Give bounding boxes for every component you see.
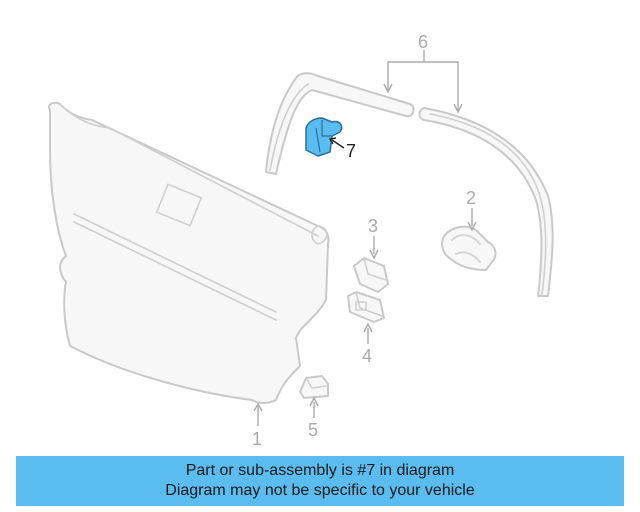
callout-1: 1 [252,429,262,449]
callout-2: 2 [466,188,476,208]
info-banner: Part or sub-assembly is #7 in diagram Di… [16,456,624,506]
part-1-trim-panel[interactable] [48,101,330,404]
part-6-weatherstrip[interactable] [265,72,554,297]
banner-line-2: Diagram may not be specific to your vehi… [165,482,475,499]
part-4-clip[interactable] [347,291,385,323]
callout-4: 4 [362,346,372,366]
part-7-clip[interactable] [305,117,343,157]
parts-diagram: 1 2 3 4 5 6 7 [48,32,554,449]
banner-line-1: Part or sub-assembly is #7 in diagram [185,462,455,479]
callout-6: 6 [418,32,428,52]
callout-5: 5 [308,420,318,440]
leader-lines [253,50,477,426]
part-5-fastener[interactable] [299,375,329,399]
callout-3: 3 [368,216,378,236]
part-3-clip[interactable] [353,257,389,293]
callout-7: 7 [346,141,356,161]
part-2-bracket[interactable] [441,225,497,271]
